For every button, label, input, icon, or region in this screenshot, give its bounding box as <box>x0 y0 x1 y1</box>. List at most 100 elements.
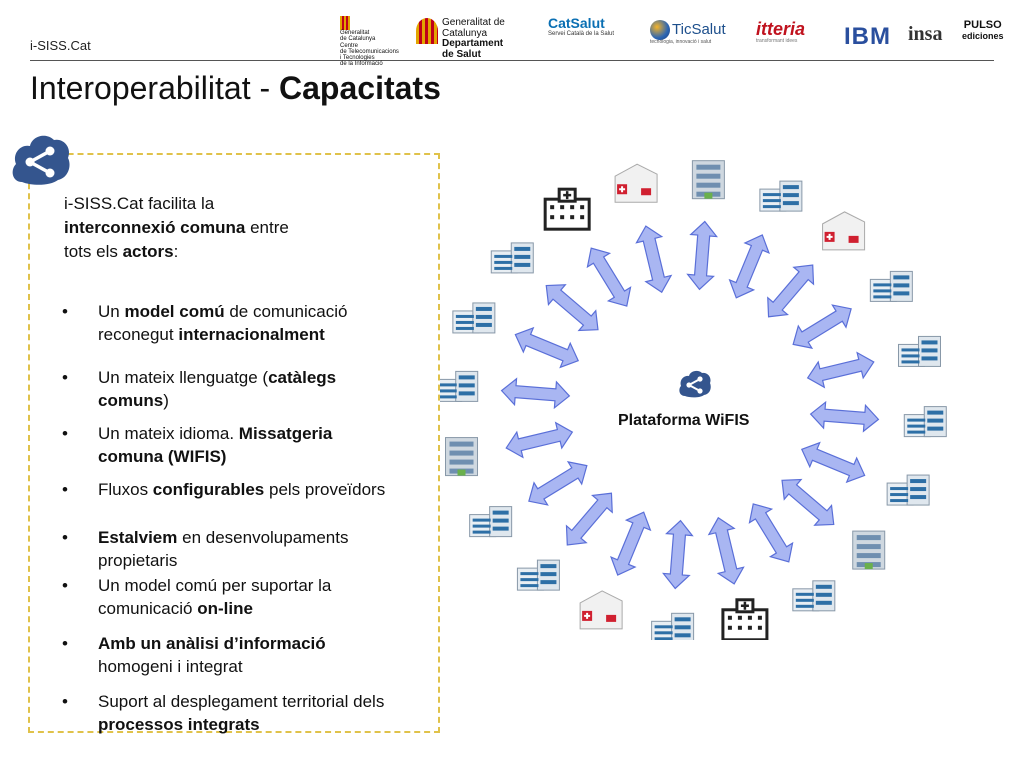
bullet-dot: • <box>62 480 68 499</box>
gencat-salut-line: Generalitat de Catalunya <box>442 17 505 39</box>
facility-building-icon <box>869 270 913 302</box>
bullet-dot: • <box>62 528 68 547</box>
exchange-arrow <box>505 421 574 459</box>
hospital-icon <box>543 187 591 231</box>
exchange-arrow <box>610 511 652 576</box>
intro-line-1: i-SISS.Cat facilita la <box>64 194 215 213</box>
gencat-centre-line: i Tecnologies <box>340 55 375 62</box>
exchange-arrow <box>792 304 852 349</box>
exchange-arrow <box>528 461 588 506</box>
header-divider <box>30 60 994 61</box>
bullet-dot: • <box>62 368 68 387</box>
logo-iteria: itteria transformant idees <box>756 20 840 44</box>
facility-building-icon <box>651 612 695 640</box>
senyera-icon <box>340 16 350 30</box>
logo-ticsalut-name: TicSalut <box>672 20 726 38</box>
facility-building-icon <box>897 335 941 367</box>
capability-text-strong: processos integrats <box>98 715 260 734</box>
page-title-prefix: Interoperabilitat - <box>30 70 280 106</box>
exchange-arrow <box>748 503 794 563</box>
exchange-arrow <box>707 516 745 585</box>
exchange-arrow <box>635 225 673 294</box>
platform-label: Plataforma WiFIS <box>618 412 750 429</box>
gencat-centre-line: de Telecomunicacions <box>340 48 399 55</box>
exchange-arrow <box>767 264 815 318</box>
logo-ticsalut-sub: tecnologia, innovació i salut <box>650 39 712 45</box>
facility-building-icon <box>579 590 623 630</box>
capability-text: pels proveïdors <box>264 480 386 499</box>
capability-text-strong: internacionalment <box>178 325 325 344</box>
capability-text: Un <box>98 302 125 321</box>
logo-iteria-sub: transformant idees <box>756 37 798 44</box>
capability-item: •Fluxos configurables pels proveïdors <box>62 478 402 501</box>
exchange-arrow <box>686 220 718 291</box>
globe-icon <box>650 20 670 40</box>
logo-insa: insa <box>908 23 943 45</box>
capability-item: •Estalviem en desenvolupaments propietar… <box>62 526 402 572</box>
capability-text-strong: Missatgeria comuna (WIFIS) <box>98 424 333 466</box>
facility-building-icon <box>490 242 534 274</box>
facility-building-icon <box>445 437 479 477</box>
exchange-arrow <box>800 441 866 484</box>
facility-building-icon <box>452 302 496 334</box>
logo-ticsalut: TicSalut tecnologia, innovació i salut <box>650 20 748 45</box>
gencat-centre-line: Centre <box>340 42 359 49</box>
facility-building-icon <box>886 474 930 506</box>
intro-line-2-rest: entre <box>245 218 289 237</box>
share-badge-icon <box>12 135 70 185</box>
capability-item: • Suport al desplegament territorial dels… <box>62 690 402 736</box>
header-label: i-SISS.Cat <box>30 38 91 53</box>
intro-text: i-SISS.Cat facilita la interconnexió com… <box>64 192 344 264</box>
logo-catsalut-name: CatSalut <box>548 15 605 31</box>
gencat-centre-line: de Catalunya <box>340 36 376 43</box>
capability-text: Fluxos <box>98 480 153 499</box>
page-title: Interoperabilitat - Capacitats <box>30 70 441 107</box>
facility-building-icon <box>903 406 947 438</box>
platform-share-icon <box>679 370 711 398</box>
facility-building-icon <box>516 559 560 591</box>
logo-pulso-name: PULSO <box>963 19 1002 31</box>
capability-text-strong: catàlegs comuns <box>98 368 337 410</box>
gencat-centre-line: de la Informació <box>340 61 383 68</box>
exchange-arrow <box>728 234 770 299</box>
capability-item: •Un model comú per suportar la comunicac… <box>62 574 402 620</box>
capability-text-strong: model comú <box>124 302 225 321</box>
facility-building-icon <box>822 211 866 251</box>
capability-text: Suport al desplegament territorial dels <box>98 692 385 711</box>
exchange-arrow <box>545 284 599 332</box>
exchange-arrow <box>514 326 580 369</box>
bullet-dot: • <box>62 302 68 321</box>
capability-text-strong: Amb un anàlisi d’informació <box>98 634 326 653</box>
logo-catsalut-sub: Servei Català de la Salut <box>548 30 615 37</box>
hospital-icon <box>721 598 769 640</box>
exchange-arrow <box>806 351 875 389</box>
facility-building-icon <box>691 160 725 200</box>
facility-building-icon <box>792 580 836 612</box>
capability-text: Un mateix idioma. <box>98 424 239 443</box>
facility-building-icon <box>614 163 658 203</box>
exchange-arrow <box>586 247 632 307</box>
senyera-shield-icon <box>416 18 438 44</box>
intro-line-2: interconnexió comuna entre <box>64 216 344 240</box>
gencat-salut-line: Departament <box>442 38 504 49</box>
capability-text: ) <box>163 391 169 410</box>
facility-building-icon <box>759 180 803 212</box>
intro-line-3-post: : <box>173 242 179 261</box>
logo-pulso: PULSO ediciones <box>962 19 1004 41</box>
intro-line-3-strong: actors <box>122 242 174 261</box>
page-title-strong: Capacitats <box>279 70 441 106</box>
capability-item: •Un mateix idioma. Missatgeria comuna (W… <box>62 422 402 468</box>
bullet-dot: • <box>62 692 68 711</box>
logo-catsalut: CatSalut Servei Català de la Salut <box>548 16 644 37</box>
capability-text: Un mateix llenguatge ( <box>98 368 269 387</box>
facility-building-icon <box>852 530 886 570</box>
capability-item: •Un model comú de comunicació reconegut … <box>62 300 402 346</box>
platform-diagram <box>440 160 947 640</box>
intro-line-3-pre: tots els <box>64 242 123 261</box>
capability-item: • Un mateix llenguatge (catàlegs comuns) <box>62 366 402 412</box>
